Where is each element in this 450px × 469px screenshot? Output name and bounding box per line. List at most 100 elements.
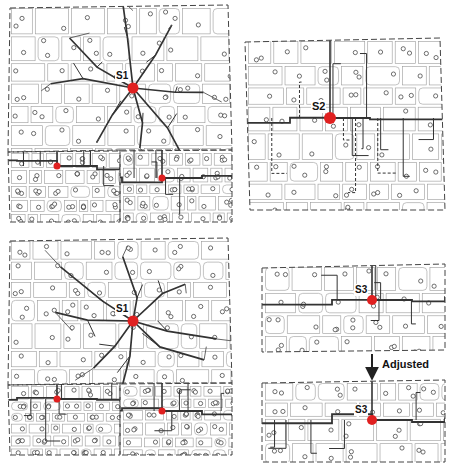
building-marker (93, 438, 97, 442)
pipe-main (161, 383, 163, 411)
building-marker (125, 110, 129, 114)
building-marker (141, 51, 145, 55)
city-block (64, 402, 81, 410)
city-block (359, 293, 383, 312)
building-marker (180, 378, 184, 382)
building-marker (199, 304, 203, 308)
city-block (49, 186, 68, 197)
pipe-branch (329, 420, 344, 449)
building-marker (169, 315, 173, 319)
building-marker (401, 47, 405, 51)
city-block (428, 184, 450, 199)
building-marker (72, 427, 76, 431)
building-marker (201, 217, 205, 221)
building-marker (407, 386, 411, 390)
building-marker (199, 441, 203, 445)
city-block (266, 268, 290, 291)
building-marker (88, 393, 92, 397)
building-marker (273, 410, 277, 414)
city-block (63, 424, 81, 433)
pipe-branch (88, 320, 96, 336)
building-marker (87, 388, 91, 392)
building-marker (84, 451, 88, 455)
building-marker (37, 190, 41, 194)
building-marker (19, 290, 23, 294)
district-outline (8, 238, 232, 385)
city-block (301, 42, 332, 64)
city-block (181, 423, 191, 435)
city-block (157, 64, 172, 81)
building-marker (77, 97, 81, 101)
city-block (153, 197, 168, 210)
city-block (335, 134, 353, 160)
pipe-line (133, 284, 185, 321)
city-block (37, 300, 59, 320)
city-block (12, 300, 35, 320)
building-marker (393, 434, 397, 438)
building-marker (94, 51, 98, 55)
building-marker (13, 291, 17, 295)
building-marker (158, 216, 162, 220)
building-marker (138, 155, 142, 159)
building-marker (110, 415, 114, 419)
building-marker (147, 413, 151, 417)
city-block (286, 203, 307, 221)
building-marker (333, 328, 337, 332)
building-marker (439, 324, 443, 328)
building-marker (93, 172, 97, 176)
city-block (29, 186, 45, 197)
building-marker (64, 109, 68, 113)
building-marker (125, 390, 129, 394)
city-block (399, 384, 417, 401)
building-marker (76, 139, 80, 143)
building-marker (343, 272, 347, 276)
pipe-branch (97, 62, 102, 67)
building-marker (143, 401, 147, 405)
building-marker (353, 387, 357, 391)
pipe-branch (419, 118, 434, 140)
city-block (140, 387, 153, 397)
building-marker (162, 375, 166, 379)
city-block (71, 64, 104, 81)
building-marker (65, 404, 69, 408)
city-block (290, 162, 317, 181)
building-marker (234, 270, 238, 274)
pipe-line (97, 88, 133, 143)
city-block (398, 162, 416, 181)
building-marker (195, 128, 199, 132)
city-block (45, 170, 63, 183)
building-marker (196, 23, 200, 27)
building-marker (99, 155, 103, 159)
city-block (437, 403, 450, 416)
pipe-branch (74, 63, 83, 78)
city-block (81, 449, 91, 457)
city-block (12, 436, 30, 446)
city-block (343, 184, 367, 199)
city-block (415, 444, 438, 464)
city-block (369, 184, 388, 199)
city-block (28, 215, 37, 228)
city-block (94, 449, 112, 457)
building-marker (146, 388, 150, 392)
building-marker (50, 335, 54, 339)
city-block (323, 316, 341, 334)
building-marker (20, 427, 24, 431)
building-marker (153, 440, 157, 444)
building-marker (30, 217, 34, 221)
building-marker (60, 128, 64, 132)
pipe-branch (352, 118, 368, 156)
building-marker (440, 352, 444, 356)
building-marker (67, 205, 71, 209)
building-marker (357, 123, 361, 127)
pipe-network (262, 380, 445, 453)
building-marker (252, 140, 256, 144)
building-marker (192, 314, 196, 318)
city-block (215, 438, 226, 447)
building-marker (16, 264, 20, 268)
building-marker (226, 389, 230, 393)
city-block (318, 384, 344, 401)
city-block (25, 413, 33, 421)
city-block (226, 352, 245, 367)
building-marker (186, 86, 190, 90)
building-marker (432, 284, 436, 288)
